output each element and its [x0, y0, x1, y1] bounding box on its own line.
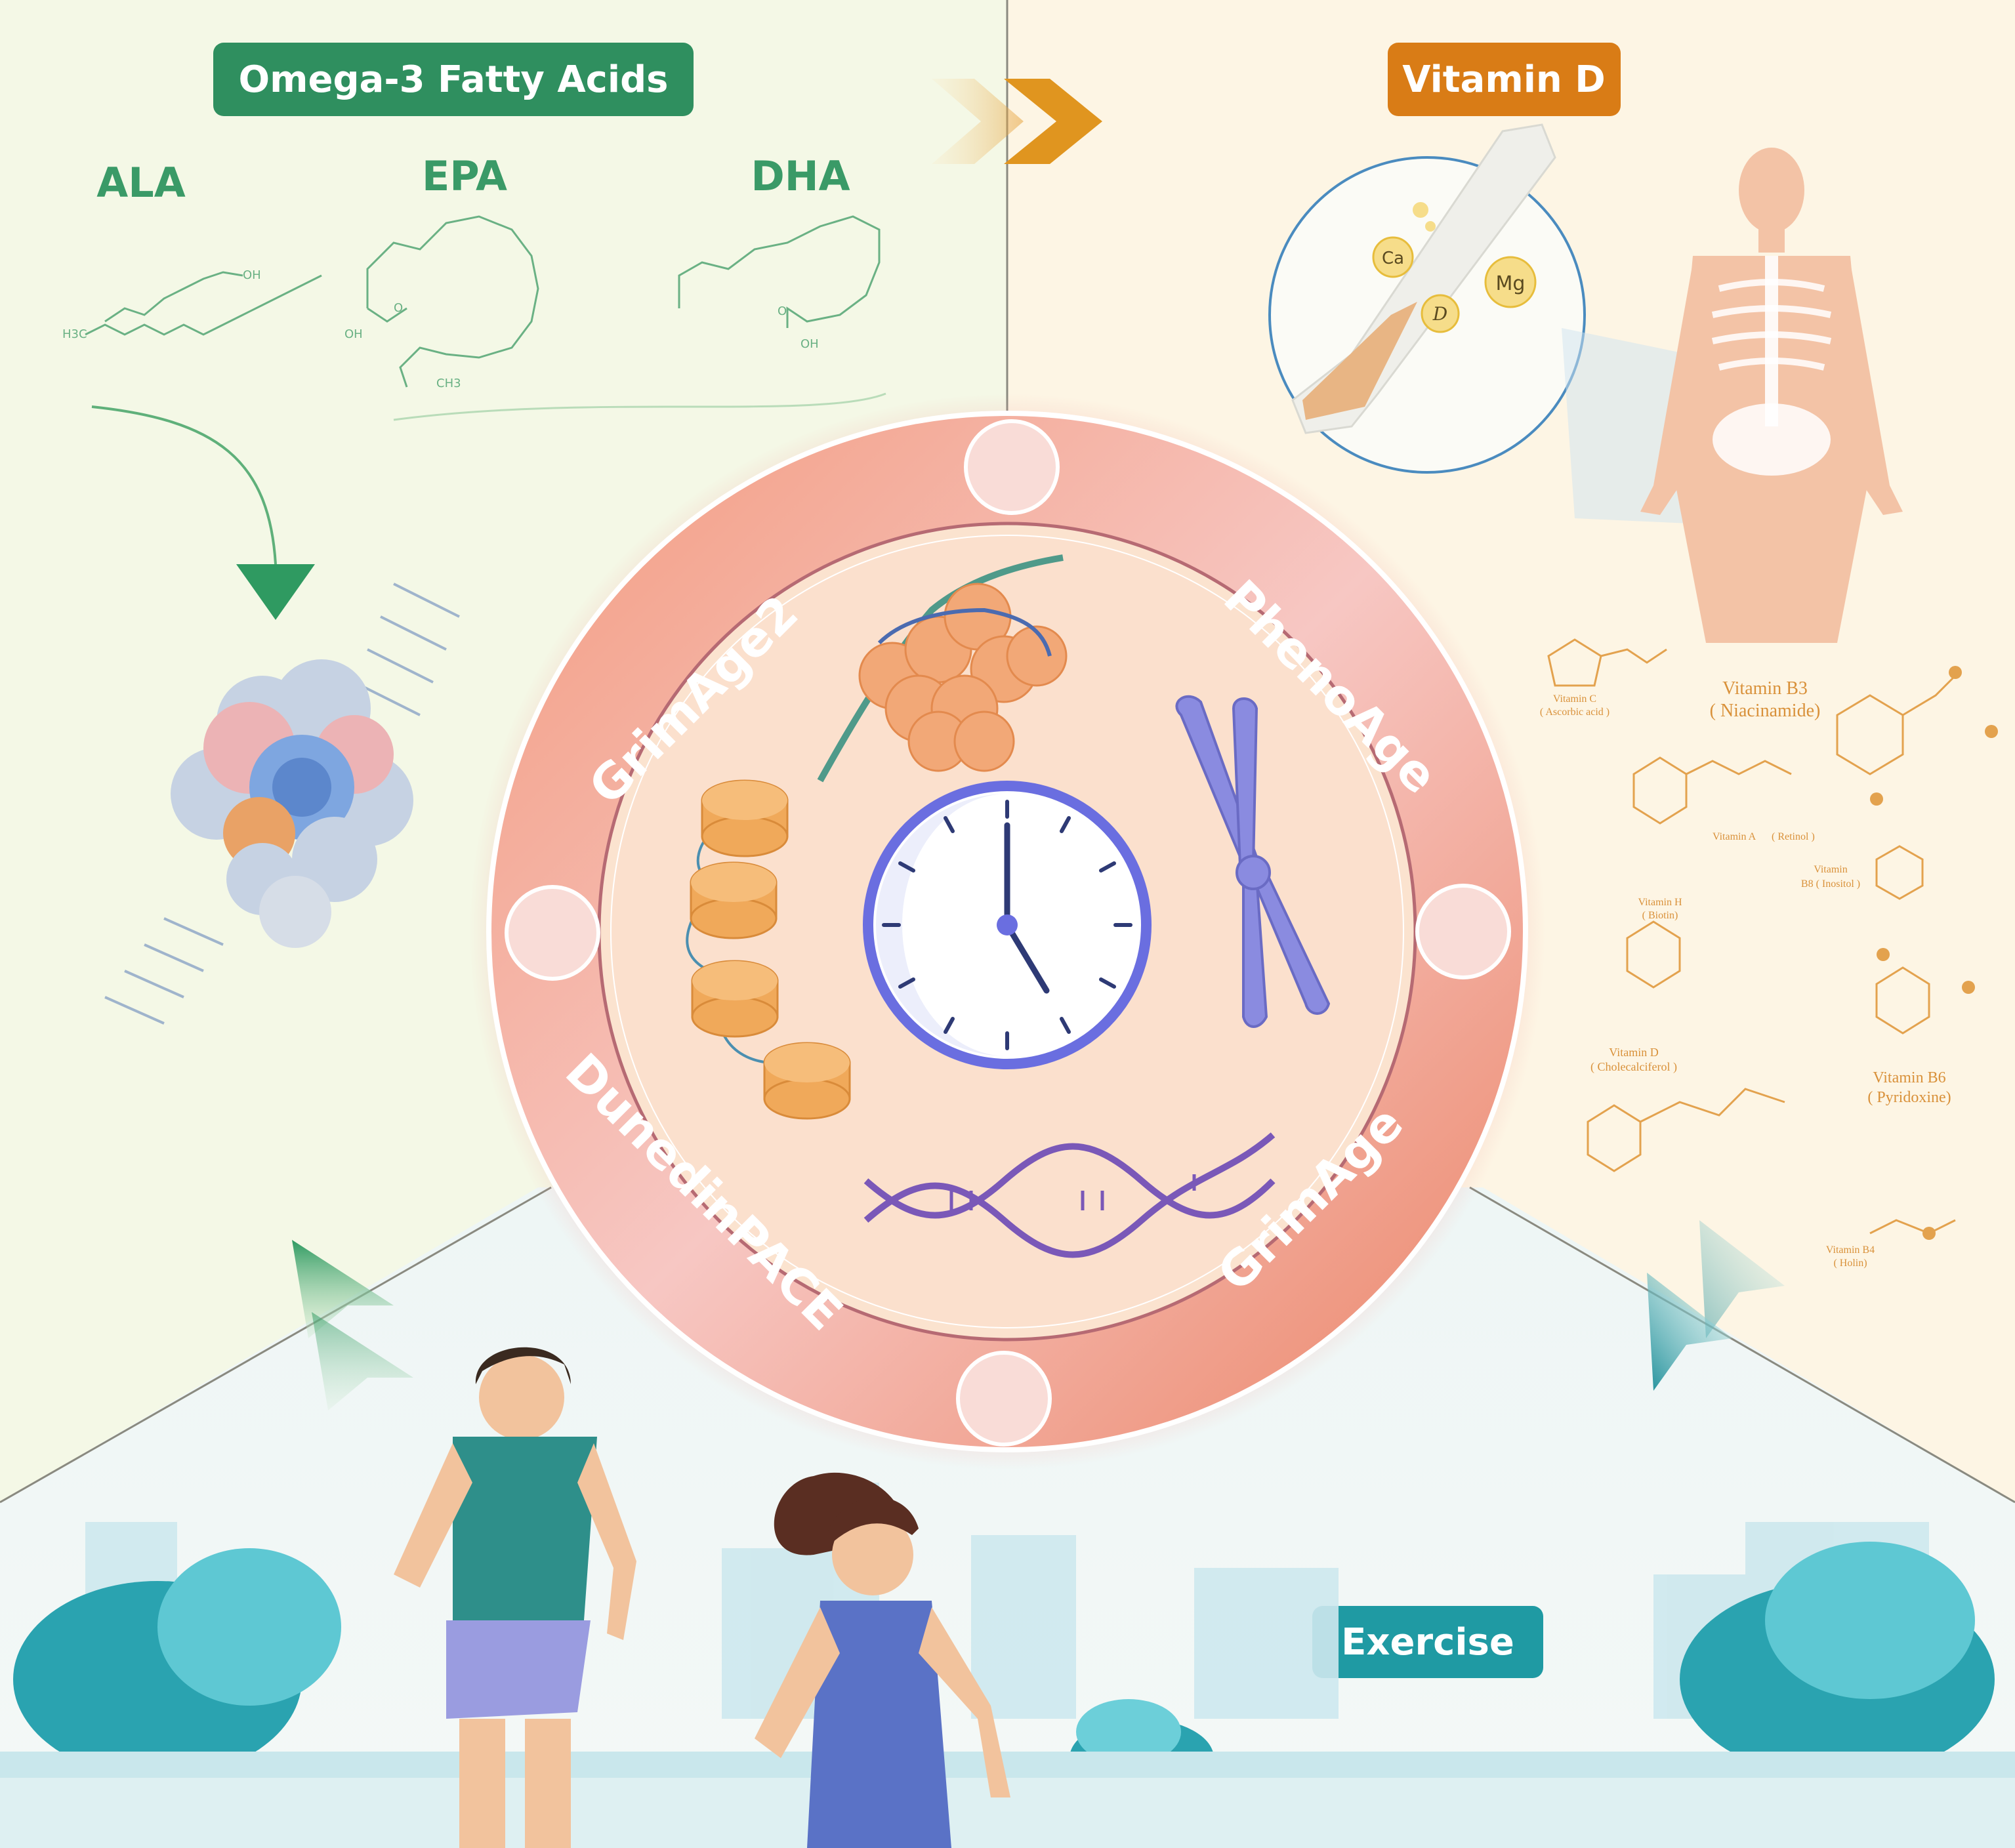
male-runner-icon — [394, 1347, 636, 1848]
exercise-title: Exercise — [1341, 1621, 1514, 1664]
mineral-ca-label: Ca — [1382, 249, 1404, 268]
vitamin-d-title: Vitamin D — [1402, 58, 1606, 101]
bone-minerals-illustration — [1268, 123, 1586, 474]
vitamin-c-name: Vitamin C — [1553, 693, 1596, 705]
vitamin-d-formula-name: Vitamin D — [1609, 1046, 1658, 1059]
vitamin-b8-sub: B8 ( Inositol ) — [1801, 878, 1860, 890]
vitamin-b3-name: Vitamin B3 — [1722, 678, 1808, 699]
vitamin-b3-sub: ( Niacinamide) — [1710, 701, 1821, 721]
vitamin-b4-sub: ( Holin) — [1833, 1258, 1867, 1269]
omega3-pill — [213, 43, 694, 116]
molecule-ala-label: ALA — [96, 159, 185, 207]
dha-oh-atom: OH — [800, 337, 819, 351]
arrow-vitamin-down-icon — [1647, 1220, 1785, 1391]
mineral-mg-label: Mg — [1496, 272, 1526, 295]
vitamin-b8-name: Vitamin — [1814, 864, 1847, 875]
mineral-d-label: D — [1432, 303, 1447, 325]
vitamin-structures — [1547, 638, 1957, 1235]
vitamin-h-name: Vitamin H — [1638, 897, 1682, 908]
ala-oh-atom: OH — [243, 268, 261, 282]
omega3-title: Omega-3 Fatty Acids — [239, 58, 669, 101]
exercise-pill — [1312, 1606, 1543, 1678]
epa-o-atom: O — [394, 301, 403, 315]
divider-right — [1469, 1186, 2015, 1504]
molecule-epa-label: EPA — [422, 152, 507, 200]
vitamin-b4-name: Vitamin B4 — [1826, 1244, 1875, 1256]
arrow-omega-to-vitamin-icon — [932, 79, 1102, 164]
walkway — [0, 1752, 2015, 1778]
molecule-dha-label: DHA — [751, 152, 850, 200]
vitamin-d-pill — [1388, 43, 1621, 116]
ala-structure-icon — [85, 271, 322, 336]
dha-structure-icon — [678, 215, 881, 328]
chromosome-icon — [1175, 695, 1331, 1028]
vitamin-h-sub: ( Biotin) — [1642, 910, 1678, 921]
divider-left — [0, 1186, 552, 1504]
dha-o-atom: O — [778, 304, 787, 318]
vitamin-d-formula-sub: ( Cholecalciferol ) — [1590, 1060, 1677, 1074]
arrow-exercise-up-icon — [292, 1240, 413, 1410]
clock-icon — [863, 781, 1152, 1069]
immune-cells-cluster-icon — [104, 583, 460, 1025]
vitamin-b6-name: Vitamin B6 — [1873, 1069, 1945, 1086]
epa-structure-icon — [366, 215, 539, 388]
dna-helix-icon — [863, 1132, 1276, 1258]
curved-arrow-icon — [91, 392, 886, 620]
female-runner-icon — [755, 1472, 1010, 1848]
vitamin-b6-sub: ( Pyridoxine) — [1867, 1089, 1951, 1106]
epa-ch3-atom: CH3 — [436, 377, 461, 390]
epa-oh-atom: OH — [344, 327, 363, 341]
vitamin-a-sub: ( Retinol ) — [1772, 831, 1815, 842]
histone-spools-icon — [686, 779, 851, 1120]
vitamin-a-name: Vitamin A — [1713, 831, 1756, 842]
vitamin-nodes — [1870, 666, 1998, 1240]
human-skeleton-icon — [1562, 148, 1903, 643]
vitamin-c-sub: ( Ascorbic acid ) — [1540, 707, 1610, 718]
chromatin-nucleosome-icon — [817, 554, 1068, 783]
ala-h3c-atom: H3C — [62, 327, 87, 341]
